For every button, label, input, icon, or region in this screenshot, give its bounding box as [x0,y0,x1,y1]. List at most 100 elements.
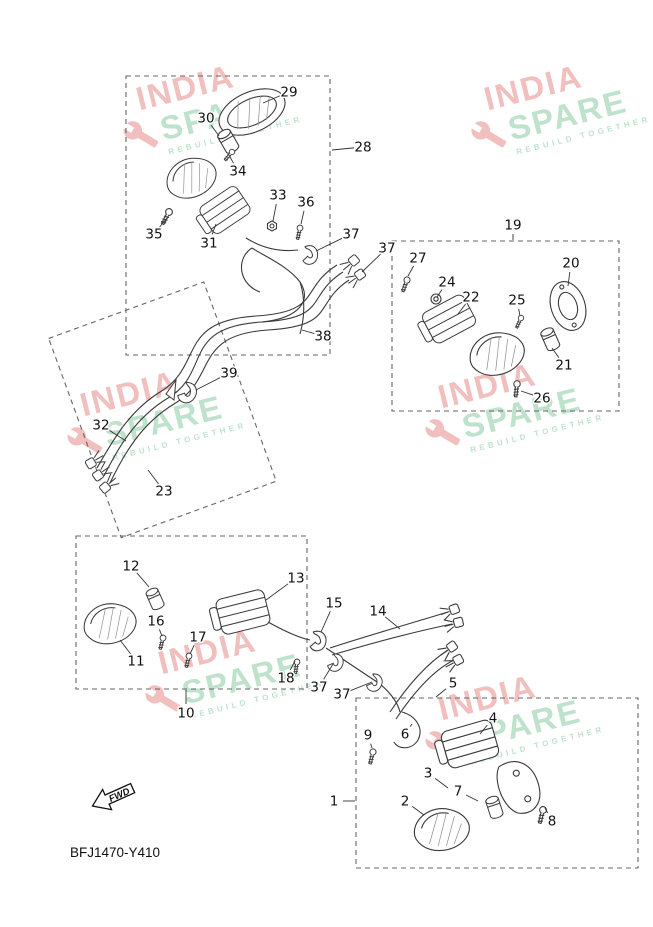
group-box-10 [75,535,308,690]
screw-9 [366,747,378,766]
callout-leader-3 [434,778,449,789]
screw-26 [511,379,522,398]
body-4 [431,718,501,773]
part-callout-32: 32 [92,418,109,434]
callout-leader-18 [289,660,296,671]
group-box-28 [125,75,331,356]
callout-leader-17 [189,644,195,655]
callout-leader-8 [544,807,549,814]
callout-leader-4 [479,724,488,735]
part-callout-18: 18 [277,671,294,687]
callout-leader-21 [551,347,560,358]
part-callout-13: 13 [287,571,304,587]
flasher-assembly-front-left [78,585,466,675]
callout-leader-5 [435,688,447,698]
callout-leader-34 [229,156,234,164]
nut-33 [266,220,278,232]
wire-connector-5 [442,651,467,674]
callout-leader-22 [457,303,466,315]
callout-leader-7 [465,794,479,802]
part-callout-22: 22 [462,290,479,306]
screw-35 [159,206,175,227]
screw-16 [156,634,167,651]
part-callout-37: 37 [310,680,327,696]
callout-leader-13 [265,582,290,601]
callout-leader-23 [147,469,159,485]
part-callout-26: 26 [533,391,550,407]
screw-17 [182,652,193,669]
part-callout-35: 35 [145,227,162,243]
callout-leader-6 [409,723,413,727]
part-callout-15: 15 [325,596,342,612]
part-callout-1: 1 [330,794,339,810]
callout-leader-36 [300,210,305,225]
group-box-1 [355,697,639,869]
part-callout-3: 3 [424,766,433,782]
screw-27 [399,275,412,293]
part-callout-5: 5 [449,676,458,692]
callout-leader-26 [520,390,534,396]
lens-unit [462,323,531,385]
washer-24 [430,293,442,305]
wiring-harness [96,247,350,484]
stay-37 [300,243,320,266]
flasher-base-20 [549,281,587,331]
callout-leader-32 [108,429,127,442]
part-callout-39: 39 [220,366,237,382]
callout-leader-33 [272,203,277,222]
callout-leader-16 [158,629,163,637]
part-callout-12: 12 [122,559,139,575]
callout-leader-31 [211,223,217,235]
bulb-12 [144,585,166,612]
part-callout-24: 24 [438,275,455,291]
stay-15 [308,629,328,653]
part-callout-28: 28 [354,140,371,156]
callout-leader-39 [195,376,222,391]
part-callout-38: 38 [314,329,331,345]
part-callout-2: 2 [401,794,410,810]
bulb-7 [484,794,505,821]
part-callout-37: 37 [333,687,350,703]
callout-leader-37 [350,681,373,692]
callout-leader-30 [210,125,220,137]
stay-6 [393,711,421,749]
part-callout-36: 36 [297,195,314,211]
callout-leader-14 [384,616,401,630]
callout-leader-37 [315,237,344,252]
flasher-assembly-rear-left [366,638,548,858]
harness-clamp [165,378,200,406]
callout-leader-20 [567,271,571,287]
part-callout-37: 37 [342,227,359,243]
callout-leader-37 [361,253,381,273]
callout-leader-29 [262,95,281,104]
callout-leader-15 [320,611,331,633]
lens-2 [409,801,474,858]
part-callout-9: 9 [364,728,373,744]
callout-leader-2 [411,805,425,816]
callout-leader-11 [119,639,131,655]
callout-leader-9 [370,743,373,749]
callout-leader-28 [331,147,355,151]
lens-11 [78,595,142,652]
part-callout-23: 23 [155,484,172,500]
fwd-arrow: FWD [91,782,136,811]
part-callout-7: 7 [454,784,463,800]
fwd-label: FWD [107,786,131,805]
part-callout-14: 14 [369,604,386,620]
part-callout-31: 31 [200,236,217,252]
callout-leader-25 [518,308,521,317]
part-callout-20: 20 [562,256,579,272]
diagram-code: BFJ1470-Y410 [70,845,161,860]
wire-clamps [325,647,401,713]
body-13 [206,587,272,638]
flasher-assembly-rear-right [399,275,587,398]
part-callout-27: 27 [409,251,426,267]
part-callout-16: 16 [147,614,164,630]
part-callout-33: 33 [269,188,286,204]
callout-leader-38 [301,329,315,334]
part-callout-8: 8 [548,814,557,830]
part-callout-34: 34 [229,164,246,180]
